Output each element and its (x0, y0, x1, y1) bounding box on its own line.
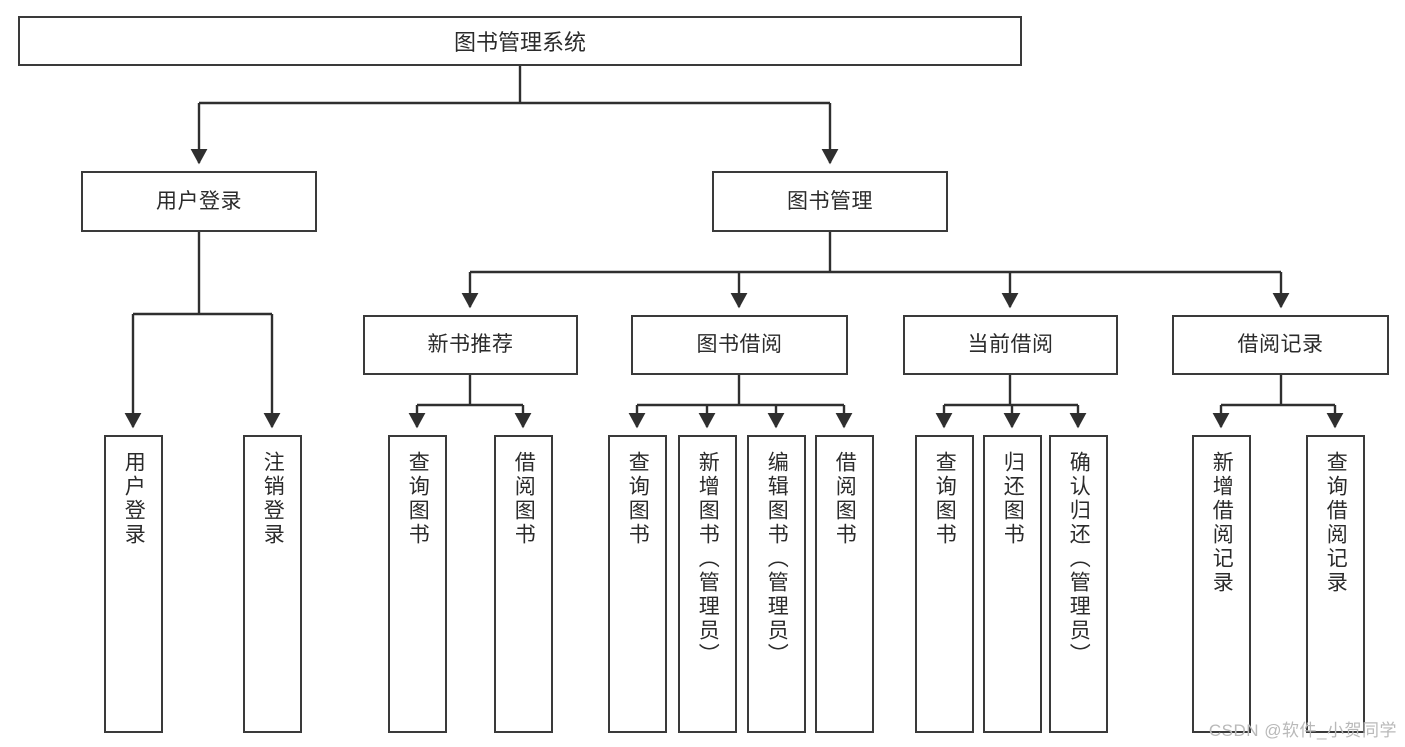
leaf-user-login-logout[interactable]: 注销登录 (243, 435, 302, 733)
leaf-label: 确认归还（管理员） (1067, 451, 1091, 667)
node-label: 新书推荐 (427, 333, 514, 357)
node-label: 当前借阅 (967, 333, 1054, 357)
node-user-login[interactable]: 用户登录 (81, 171, 317, 232)
node-root-book-management-system[interactable]: 图书管理系统 (18, 16, 1022, 66)
node-book-management[interactable]: 图书管理 (712, 171, 948, 232)
csdn-watermark: CSDN @软件_小贺同学 (1208, 721, 1397, 740)
node-label: 图书管理系统 (453, 30, 586, 55)
leaf-new-book-query-book[interactable]: 查询图书 (388, 435, 447, 733)
leaf-label: 归还图书 (1001, 451, 1025, 547)
leaf-label: 查询借阅记录 (1324, 451, 1348, 595)
leaf-current-borrow-query-book[interactable]: 查询图书 (915, 435, 974, 733)
node-book-borrow[interactable]: 图书借阅 (631, 315, 848, 375)
leaf-new-book-borrow-book[interactable]: 借阅图书 (494, 435, 553, 733)
node-new-book-recommend[interactable]: 新书推荐 (363, 315, 578, 375)
leaf-book-borrow-borrow-book[interactable]: 借阅图书 (815, 435, 874, 733)
node-label: 图书借阅 (696, 333, 783, 357)
node-borrow-record[interactable]: 借阅记录 (1172, 315, 1389, 375)
leaf-book-borrow-query-book[interactable]: 查询图书 (608, 435, 667, 733)
leaf-label: 用户登录 (122, 451, 146, 547)
leaf-current-borrow-return-book[interactable]: 归还图书 (983, 435, 1042, 733)
leaf-borrow-record-query-record[interactable]: 查询借阅记录 (1306, 435, 1365, 733)
leaf-label: 借阅图书 (512, 451, 536, 547)
leaf-current-borrow-confirm-return-admin[interactable]: 确认归还（管理员） (1049, 435, 1108, 733)
node-current-borrow[interactable]: 当前借阅 (903, 315, 1118, 375)
node-label: 借阅记录 (1237, 333, 1324, 357)
leaf-label: 查询图书 (406, 451, 430, 547)
leaf-book-borrow-edit-book-admin[interactable]: 编辑图书（管理员） (747, 435, 806, 733)
leaf-user-login-login[interactable]: 用户登录 (104, 435, 163, 733)
leaf-label: 借阅图书 (833, 451, 857, 547)
leaf-borrow-record-add-record[interactable]: 新增借阅记录 (1192, 435, 1251, 733)
leaf-label: 查询图书 (933, 451, 957, 547)
leaf-label: 查询图书 (626, 451, 650, 547)
leaf-label: 新增图书（管理员） (696, 451, 720, 667)
leaf-label: 编辑图书（管理员） (765, 451, 789, 667)
node-label: 用户登录 (156, 189, 242, 213)
node-label: 图书管理 (787, 189, 873, 213)
leaf-label: 注销登录 (261, 451, 285, 547)
leaf-label: 新增借阅记录 (1210, 451, 1234, 595)
leaf-book-borrow-add-book-admin[interactable]: 新增图书（管理员） (678, 435, 737, 733)
